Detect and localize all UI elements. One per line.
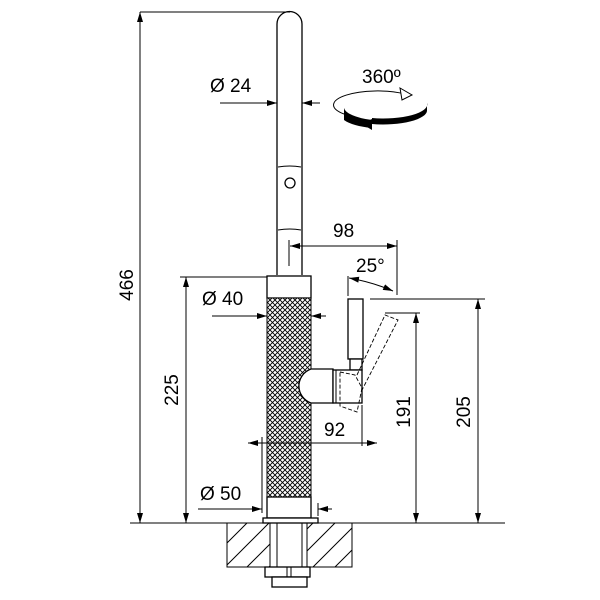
- dim-lever-height-191: 191: [394, 396, 415, 428]
- dim-total-height: 466: [117, 269, 138, 301]
- dim-spout-diameter: Ø 24: [210, 76, 252, 97]
- dim-rotation: 360º: [362, 67, 401, 88]
- lever: [332, 298, 399, 413]
- spray-button-icon: [284, 177, 296, 189]
- spout: [276, 10, 303, 275]
- dim-body-height: 225: [162, 374, 183, 406]
- sink-deck: [226, 522, 353, 588]
- dim-base-diameter: Ø 50: [200, 484, 241, 505]
- dim-lever-height-205: 205: [454, 396, 475, 428]
- dim-reach-top: 98: [333, 221, 354, 242]
- dim-lever-angle: 25°: [356, 256, 385, 277]
- dim-lever-reach: 92: [324, 420, 345, 441]
- rotation-arrow-icon: [333, 87, 428, 130]
- dim-body-diameter: Ø 40: [202, 289, 243, 310]
- faucet-body: [262, 275, 334, 524]
